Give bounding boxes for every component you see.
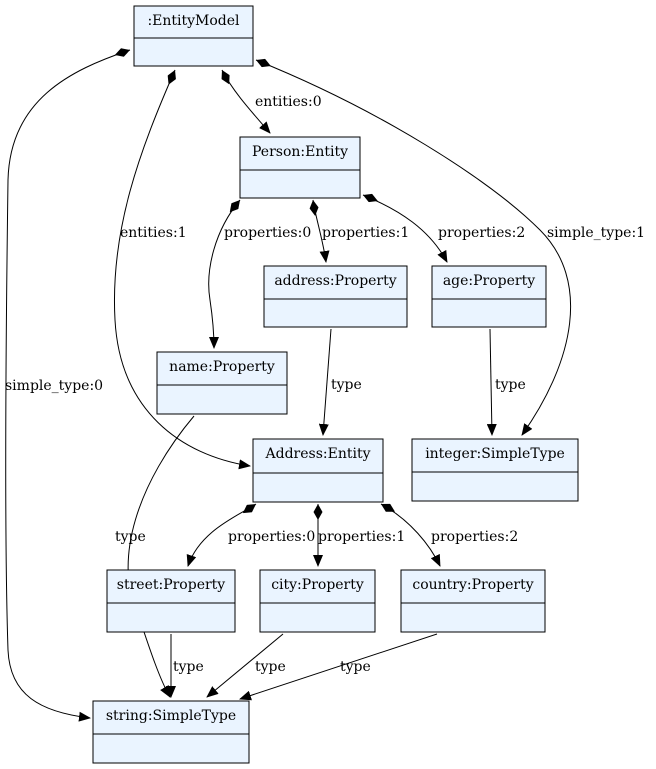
node-box	[252, 438, 384, 503]
composition-connector	[362, 193, 448, 263]
node-label: age:Property	[443, 273, 535, 289]
node-box	[263, 265, 408, 328]
edge-city-type: type	[206, 633, 286, 698]
node-country-prop[interactable]: country:Property	[400, 569, 546, 633]
edge-person-prop1: properties:1	[309, 199, 409, 263]
reference-connector	[239, 633, 438, 701]
node-label: street:Property	[117, 577, 226, 593]
edge-person-prop2: properties:2	[362, 193, 525, 263]
node-label: country:Property	[412, 577, 533, 593]
edge-ae-prop1: properties:1	[313, 504, 405, 567]
node-person[interactable]: Person:Entity	[239, 136, 361, 199]
edge-name-type: type	[115, 415, 195, 698]
node-age-prop[interactable]: age:Property	[431, 265, 547, 328]
edge-label: properties:2	[431, 529, 518, 545]
edge-ae-prop0: properties:0	[186, 503, 315, 567]
node-city-prop[interactable]: city:Property	[259, 569, 376, 633]
node-box	[400, 569, 546, 633]
node-box	[156, 351, 288, 415]
edge-em-entities0: entities:0	[221, 69, 322, 134]
composition-connector	[208, 199, 241, 349]
node-box	[431, 265, 547, 328]
edge-label: entities:1	[120, 225, 187, 241]
edge-label: properties:1	[318, 529, 405, 545]
composition-connector	[186, 503, 257, 567]
edge-label: type	[495, 377, 526, 393]
composition-connector	[255, 58, 572, 436]
node-label: city:Property	[271, 577, 364, 593]
edge-em-simple1: simple_type:1	[255, 58, 645, 436]
reference-connector	[127, 415, 195, 698]
reference-connector	[206, 633, 284, 698]
node-label: string:SimpleType	[106, 708, 236, 724]
edge-label: properties:0	[224, 225, 311, 241]
node-label: Address:Entity	[265, 446, 371, 462]
edge-age-type: type	[486, 328, 526, 436]
edge-label: type	[331, 377, 362, 393]
edge-person-prop0: properties:0	[208, 199, 311, 349]
node-address-prop[interactable]: address:Property	[263, 265, 408, 328]
reference-connector	[486, 328, 497, 436]
edge-label: type	[115, 529, 146, 545]
edge-label: simple_type:1	[547, 225, 645, 241]
edges-layer: entities:0 entities:1 simple_type:0 simple_…	[5, 48, 645, 722]
node-box	[92, 700, 250, 764]
edge-street-type: type	[166, 634, 204, 698]
edge-em-simple0: simple_type:0	[5, 48, 131, 722]
node-integer-type[interactable]: integer:SimpleType	[411, 438, 579, 502]
node-street-prop[interactable]: street:Property	[106, 569, 236, 633]
composition-connector	[309, 199, 330, 263]
node-box	[259, 569, 376, 633]
node-label: integer:SimpleType	[425, 446, 565, 462]
node-label: name:Property	[169, 359, 275, 375]
node-string-type[interactable]: string:SimpleType	[92, 700, 250, 764]
edge-label: simple_type:0	[5, 378, 103, 394]
edge-ae-prop2: properties:2	[380, 503, 518, 567]
edge-label: type	[173, 659, 204, 675]
edge-label: type	[255, 659, 286, 675]
node-name-prop[interactable]: name:Property	[156, 351, 288, 415]
node-address-entity[interactable]: Address:Entity	[252, 438, 384, 503]
composition-connector	[380, 503, 441, 567]
reference-connector	[318, 328, 332, 436]
node-label: Person:Entity	[252, 144, 348, 160]
edge-label: properties:1	[322, 225, 409, 241]
node-box	[411, 438, 579, 502]
node-box	[106, 569, 236, 633]
node-box	[239, 136, 361, 199]
node-box	[133, 5, 254, 67]
edge-address-type: type	[318, 328, 362, 436]
node-label: address:Property	[274, 273, 396, 289]
edge-label: properties:0	[228, 529, 315, 545]
edge-country-type: type	[239, 633, 438, 701]
edge-label: properties:2	[438, 225, 525, 241]
node-entity-model[interactable]: :EntityModel	[133, 5, 254, 67]
edge-label: type	[340, 659, 371, 675]
node-label: :EntityModel	[147, 13, 240, 29]
edge-label: entities:0	[255, 94, 322, 110]
composition-connector	[5, 48, 131, 722]
